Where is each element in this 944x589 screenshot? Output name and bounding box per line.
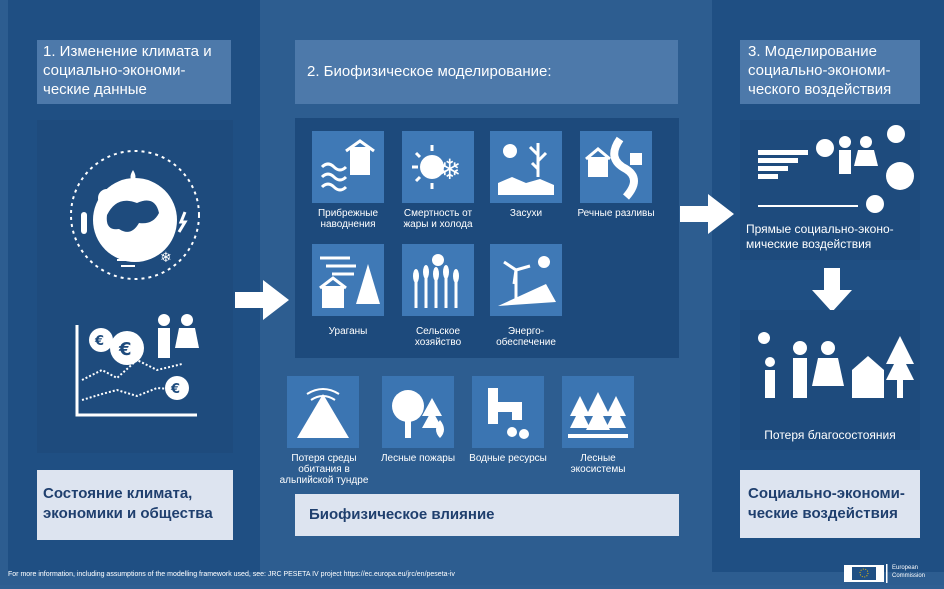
col3-welfare-panel: Потеря благосостояния (740, 310, 920, 450)
tile-forest-ecosystem-label: Лесные экосистемы (570, 453, 626, 475)
forest-fire-icon (392, 390, 444, 438)
welfare-loss-illustration (758, 332, 914, 398)
tile-coastal-flood-label: Прибрежные наводнения (317, 208, 379, 230)
tile-drought (490, 131, 562, 203)
tile-energy-label: Энерго-обеспечение (496, 326, 556, 348)
col1-result-text: Состояние климата, экономики и общества (43, 485, 213, 522)
coastal-flood-icon (320, 139, 375, 192)
sun-snowflake-icon: ❄ (412, 145, 461, 189)
col2-header: 2. Биофизическое моделирование: (295, 40, 678, 104)
svg-text:€: € (170, 382, 180, 397)
tile-forest-ecosystem (562, 376, 634, 448)
col1-header: 1. Изменение климата и социально-экономи… (37, 40, 231, 104)
col3-header: 3. Моделирование социально-экономи-ческо… (740, 40, 920, 104)
tile-river-flood-label: Речные разливы (577, 208, 655, 219)
water-tap-icon (488, 388, 529, 439)
col2-result-box: Биофизическое влияние (295, 494, 679, 536)
river-flood-icon (585, 136, 642, 200)
eu-flag-icon (844, 564, 888, 583)
forest-ecosystem-icon (568, 392, 628, 438)
col1-result-box: Состояние климата, экономики и общества (37, 470, 233, 540)
tile-energy (490, 244, 562, 316)
col3-header-text: 3. Моделирование социально-экономи-ческо… (748, 43, 892, 98)
arrow-down-icon (812, 268, 852, 312)
energy-icon (498, 256, 556, 306)
tile-river-flood (580, 131, 652, 203)
climate-economy-illustration: ❄ € € € (70, 150, 200, 417)
economic-impacts-illustration (758, 125, 914, 213)
tile-drought-label: Засухи (509, 208, 543, 219)
col3-direct-text: Прямые социально-эконо-мические воздейст… (746, 222, 894, 251)
col3-direct-panel: Прямые социально-эконо-мические воздейст… (740, 120, 920, 260)
european-commission-logo: European Commission (844, 562, 940, 584)
agriculture-icon (413, 254, 459, 308)
arrow-right-icon (235, 280, 289, 320)
svg-text:❄: ❄ (160, 250, 172, 266)
tile-forest-fire-label: Лесные пожары (380, 453, 456, 464)
col2-result-text: Биофизическое влияние (309, 506, 495, 523)
col1-header-text: 1. Изменение климата и социально-экономи… (43, 43, 212, 98)
tile-windstorm (312, 244, 384, 316)
tile-heat-cold: ❄ (402, 131, 474, 203)
tile-windstorm-label: Ураганы (328, 326, 368, 337)
tile-forest-fire (382, 376, 454, 448)
alpine-icon (297, 388, 349, 438)
svg-text:€: € (94, 334, 104, 349)
tile-alpine (287, 376, 359, 448)
tile-water-label: Водные ресурсы (469, 453, 547, 464)
svg-text:❄: ❄ (438, 153, 461, 186)
tile-heat-cold-label: Смертность от жары и холода (403, 208, 473, 230)
col3-result-box: Социально-экономи-ческие воздействия (740, 470, 920, 538)
col3-result-text: Социально-экономи-ческие воздействия (748, 485, 905, 522)
tile-water (472, 376, 544, 448)
tile-alpine-label: Потеря среды обитания в альпийской тундр… (279, 453, 369, 486)
col2-header-text: 2. Биофизическое моделирование: (307, 63, 552, 80)
logo-line1: European (892, 565, 919, 571)
col1-illustration-panel: ❄ € € € (37, 120, 233, 453)
tile-agriculture (402, 244, 474, 316)
footer-note: For more information, including assumpti… (8, 571, 455, 578)
drought-icon (498, 143, 554, 195)
arrow-right-icon (680, 194, 734, 234)
svg-text:€: € (118, 339, 132, 360)
tile-agriculture-label: Сельское хозяйство (414, 326, 462, 348)
windstorm-icon (319, 256, 380, 308)
logo-line2: Commission (892, 573, 926, 579)
tile-coastal-flood (312, 131, 384, 203)
col3-loss-text: Потеря благосостояния (764, 428, 896, 442)
